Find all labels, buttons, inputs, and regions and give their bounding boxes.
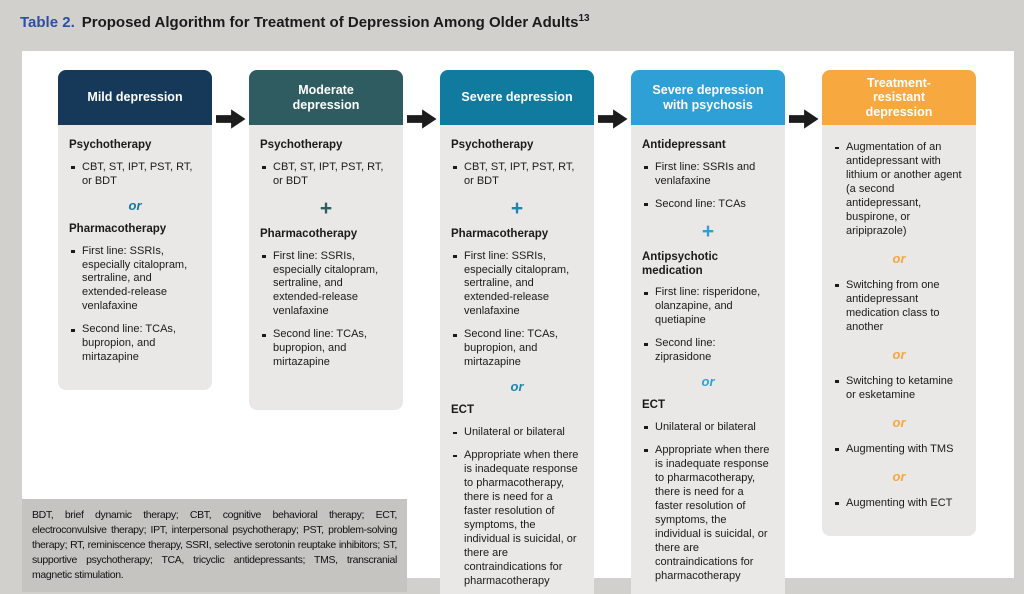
table-number-label: Table 2.	[20, 14, 75, 31]
bullet-item: First line: SSRIs, especially citalopram…	[260, 250, 392, 320]
or-connector: or	[892, 414, 906, 430]
or-connector: or	[892, 346, 906, 362]
section-heading: Pharmacotherapy	[260, 227, 358, 240]
section-heading: Antipsychotic medication	[642, 250, 719, 277]
bullet-item: First line: SSRIs and venlafaxine	[642, 161, 774, 189]
section-heading: Pharmacotherapy	[451, 227, 549, 240]
bullet-item: First line: risperidone, olanzapine, and…	[642, 286, 774, 328]
bullet-item: CBT, ST, IPT, PST, RT, or BDT	[69, 161, 201, 189]
section-heading: Antidepressant	[642, 139, 726, 151]
bullet-item: Second line: TCAs	[642, 198, 774, 212]
bullet-item: Second line: TCAs, bupropion, and mirtaz…	[451, 328, 583, 370]
bullet-item: Second line: TCAs, bupropion, and mirtaz…	[69, 323, 201, 365]
bullet-item: Augmenting with TMS	[833, 443, 965, 457]
table-title-text: Proposed Algorithm for Treatment of Depr…	[81, 14, 579, 31]
right-arrow-icon	[788, 109, 819, 129]
or-connector: or	[510, 379, 524, 395]
bullet-item: Second line: TCAs, bupropion, and mirtaz…	[260, 328, 392, 370]
bullet-item: Second line: ziprasidone	[642, 337, 774, 365]
arrow-gap	[212, 70, 249, 131]
bullet-item: CBT, ST, IPT, PST, RT, or BDT	[451, 161, 583, 189]
arrow-gap	[403, 70, 440, 131]
page-title: Table 2. Proposed Algorithm for Treatment…	[20, 13, 590, 31]
or-connector: or	[701, 374, 715, 390]
right-arrow-icon	[597, 109, 628, 129]
column-header-moderate-depression: Moderate depression	[249, 70, 403, 125]
column-body-treatment-resistant-depression: Augmentation of an antidepressant with l…	[822, 125, 976, 536]
arrow-gap	[594, 70, 631, 131]
section-heading: ECT	[451, 404, 474, 417]
bullet-item: Unilateral or bilateral	[642, 421, 774, 435]
bullet-item: Switching from one antidepressant medica…	[833, 279, 965, 335]
or-connector: or	[892, 468, 906, 484]
bullet-item: Augmentation of an antidepressant with l…	[833, 141, 965, 239]
arrow-gap	[785, 70, 822, 131]
section-heading: ECT	[642, 399, 665, 412]
or-connector: or	[892, 250, 906, 266]
or-connector: or	[128, 197, 142, 213]
footnote-text: BDT, brief dynamic therapy; CBT, cogniti…	[32, 509, 397, 581]
bullet-item: Appropriate when there is inadequate res…	[451, 449, 583, 589]
right-arrow-icon	[406, 109, 437, 129]
bullet-item: Switching to ketamine or esketamine	[833, 375, 965, 403]
footnote-box: BDT, brief dynamic therapy; CBT, cogniti…	[22, 499, 407, 592]
bullet-item: Augmenting with ECT	[833, 497, 965, 511]
bullet-item: Appropriate when there is inadequate res…	[642, 444, 774, 584]
column-header-severe-depression-with-psychosis: Severe depression with psychosis	[631, 70, 785, 125]
column-header-severe-depression: Severe depression	[440, 70, 594, 125]
column-header-treatment-resistant-depression: Treatment-resistant depression	[822, 70, 976, 125]
section-heading: Psychotherapy	[451, 139, 534, 151]
column-header-mild-depression: Mild depression	[58, 70, 212, 125]
section-heading: Psychotherapy	[260, 139, 343, 151]
bullet-item: CBT, ST, IPT, PST, RT, or BDT	[260, 161, 392, 189]
plus-connector-icon: +	[319, 196, 333, 220]
right-arrow-icon	[215, 109, 246, 129]
section-heading: Pharmacotherapy	[69, 222, 167, 235]
bullet-item: First line: SSRIs, especially citalopram…	[69, 245, 201, 315]
plus-connector-icon: +	[701, 219, 715, 243]
bullet-item: First line: SSRIs, especially citalopram…	[451, 250, 583, 320]
bullet-item: Unilateral or bilateral	[451, 426, 583, 440]
plus-connector-icon: +	[510, 196, 524, 220]
title-reference-superscript: 13	[578, 13, 590, 24]
section-heading: Psychotherapy	[69, 139, 152, 151]
